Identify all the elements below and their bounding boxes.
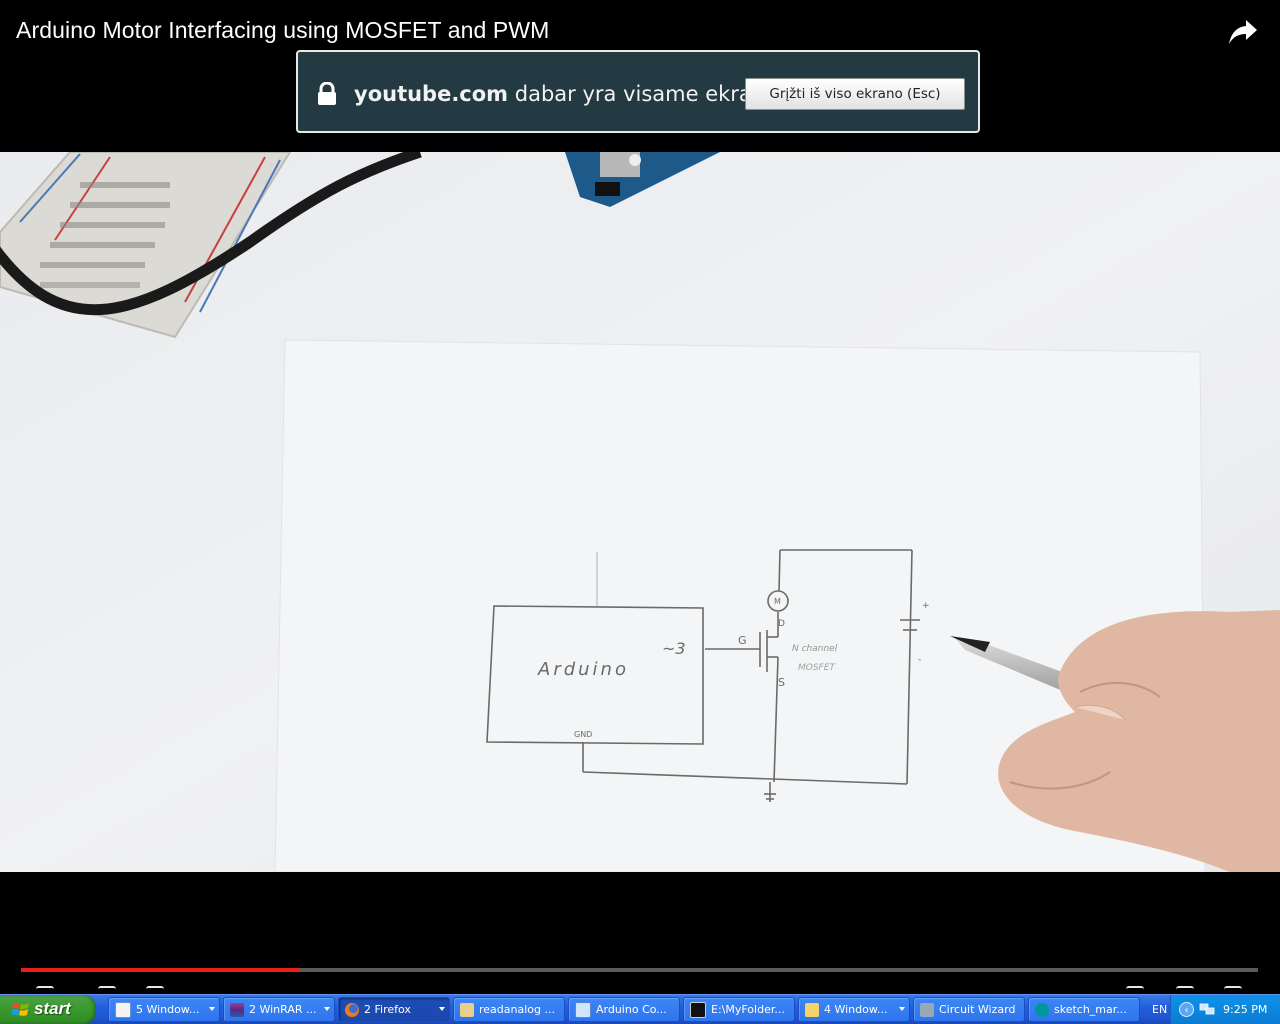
play-button-icon[interactable] (36, 986, 54, 998)
drawing-gate-label: G (738, 634, 747, 647)
drawing-pin-label: ~3 (662, 639, 686, 658)
taskbar: start 5 Window... 2 WinRAR ... 2 Firefox… (0, 994, 1280, 1024)
arduino-board (565, 152, 720, 207)
taskbar-item-windows-folders[interactable]: 4 Window... (798, 997, 910, 1022)
clock[interactable]: 9:25 PM (1223, 1003, 1268, 1016)
network-icon[interactable] (1199, 1002, 1215, 1016)
taskbar-item-readanalog[interactable]: readanalog ... (453, 997, 565, 1022)
drawing-battery-plus: + (922, 601, 930, 611)
language-indicator[interactable]: EN (1152, 1003, 1168, 1016)
drawing-motor-label: M (774, 597, 781, 606)
drawing-arduino-label: Arduino (537, 659, 629, 680)
drawing-drain-label: D (778, 619, 785, 629)
player-controls (0, 984, 1280, 998)
hand-with-pen (950, 610, 1280, 872)
chevron-down-icon (209, 1007, 215, 1011)
script-icon (460, 1002, 474, 1017)
taskbar-item-firefox[interactable]: 2 Firefox (338, 997, 450, 1022)
lock-icon (318, 82, 336, 105)
usb-cable (0, 152, 422, 316)
drawing-mosfet-line2: MOSFET (798, 663, 836, 673)
terminal-icon (690, 1001, 706, 1018)
fullscreen-message: youtube.com dabar yra visame ekrane (354, 82, 778, 106)
taskbar-item-circuit-wizard[interactable]: Circuit Wizard (913, 997, 1025, 1022)
video-frame[interactable]: Arduino ~3 GND G D S N channel MOSFET M … (0, 152, 1280, 872)
arduino-doc-icon (575, 1001, 591, 1018)
settings-gear-icon[interactable] (1176, 986, 1194, 998)
winrar-icon (230, 1002, 244, 1017)
progress-bar[interactable] (21, 968, 1258, 972)
taskbar-item-winrar[interactable]: 2 WinRAR ... (223, 997, 335, 1022)
next-button-icon[interactable] (98, 986, 116, 998)
windows-flag-icon (12, 1002, 29, 1016)
share-icon[interactable] (1228, 18, 1258, 46)
volume-button-icon[interactable] (146, 986, 164, 998)
drawing-gnd-label: GND (574, 730, 592, 739)
fullscreen-exit-icon[interactable] (1224, 986, 1242, 998)
drawing-mosfet-line1: N channel (792, 644, 838, 654)
exit-fullscreen-button[interactable]: Grįžti iš viso ekrano (Esc) (745, 78, 965, 110)
taskbar-item-sketch[interactable]: sketch_mar... (1028, 997, 1140, 1022)
drawing-source-label: S (778, 676, 785, 689)
breadboard (0, 152, 292, 339)
firefox-icon (345, 1002, 359, 1017)
chevron-down-icon (439, 1007, 445, 1011)
progress-played (21, 968, 300, 972)
video-title: Arduino Motor Interfacing using MOSFET a… (16, 17, 550, 43)
taskbar-item-command-prompt[interactable]: E:\MyFolder... (683, 997, 795, 1022)
video-player[interactable]: Arduino Motor Interfacing using MOSFET a… (0, 0, 1280, 995)
fullscreen-message-text: dabar yra visame ekrane (514, 82, 779, 106)
folder-icon (805, 1002, 819, 1017)
chevron-down-icon (899, 1007, 905, 1011)
start-label: start (34, 999, 71, 1018)
fullscreen-notice: youtube.com dabar yra visame ekrane Grįž… (296, 50, 980, 133)
taskbar-item-arduino-doc[interactable]: Arduino Co... (568, 997, 680, 1022)
system-tray: ‹ 9:25 PM (1170, 995, 1280, 1024)
paper-sheet (274, 339, 1206, 872)
circuit-drawing (486, 549, 920, 802)
start-button[interactable]: start (0, 995, 96, 1024)
circuit-wizard-icon (920, 1002, 934, 1017)
taskbar-item-windows-docs[interactable]: 5 Window... (108, 997, 220, 1022)
fullscreen-domain: youtube.com (354, 82, 509, 106)
subtitles-button-icon[interactable] (1126, 986, 1144, 998)
video-content: Arduino ~3 GND G D S N channel MOSFET M … (0, 152, 1280, 872)
chevron-left-icon[interactable]: ‹ (1179, 1002, 1194, 1017)
document-icon (115, 1001, 131, 1018)
drawing-battery-minus: - (918, 655, 921, 665)
arduino-icon (1035, 1002, 1049, 1017)
chevron-down-icon (324, 1007, 330, 1011)
